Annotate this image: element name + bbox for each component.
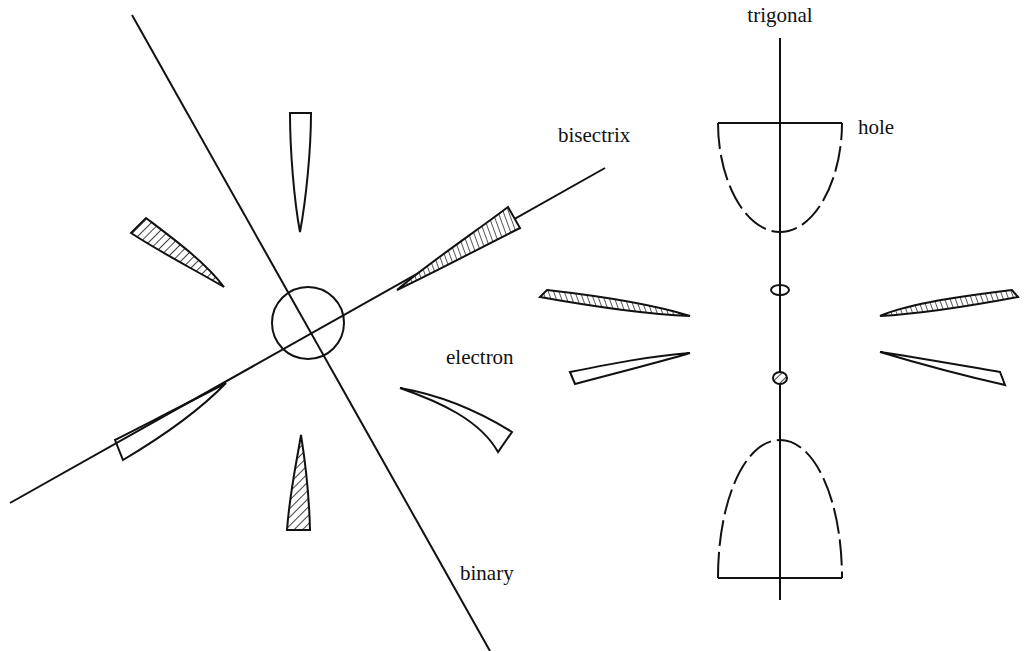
electron-pocket [400, 388, 512, 452]
axis-label: hole [856, 116, 896, 139]
electron-pocket-section [771, 285, 789, 295]
axis-label: binary [458, 562, 516, 585]
axis-label: trigonal [745, 4, 814, 27]
electron-pocket-section [773, 372, 787, 384]
electron-pocket [570, 353, 690, 384]
electron-pocket [397, 207, 520, 290]
electron-pocket [287, 435, 310, 530]
electron-pocket [290, 113, 311, 232]
electron-pocket [115, 383, 226, 460]
axis-label: bisectrix [556, 124, 632, 147]
electron-pocket [880, 290, 1018, 316]
hole-pocket [718, 123, 842, 232]
hole-pocket [718, 440, 842, 578]
axis-label: electron [444, 346, 516, 369]
hole-pocket [718, 577, 842, 579]
bisectrix-axis [10, 168, 605, 503]
electron-pocket [131, 218, 224, 287]
hole-pocket [718, 122, 842, 124]
electron-pocket [880, 352, 1005, 385]
electron-pocket [540, 290, 690, 316]
hole-pocket-section [272, 287, 344, 359]
